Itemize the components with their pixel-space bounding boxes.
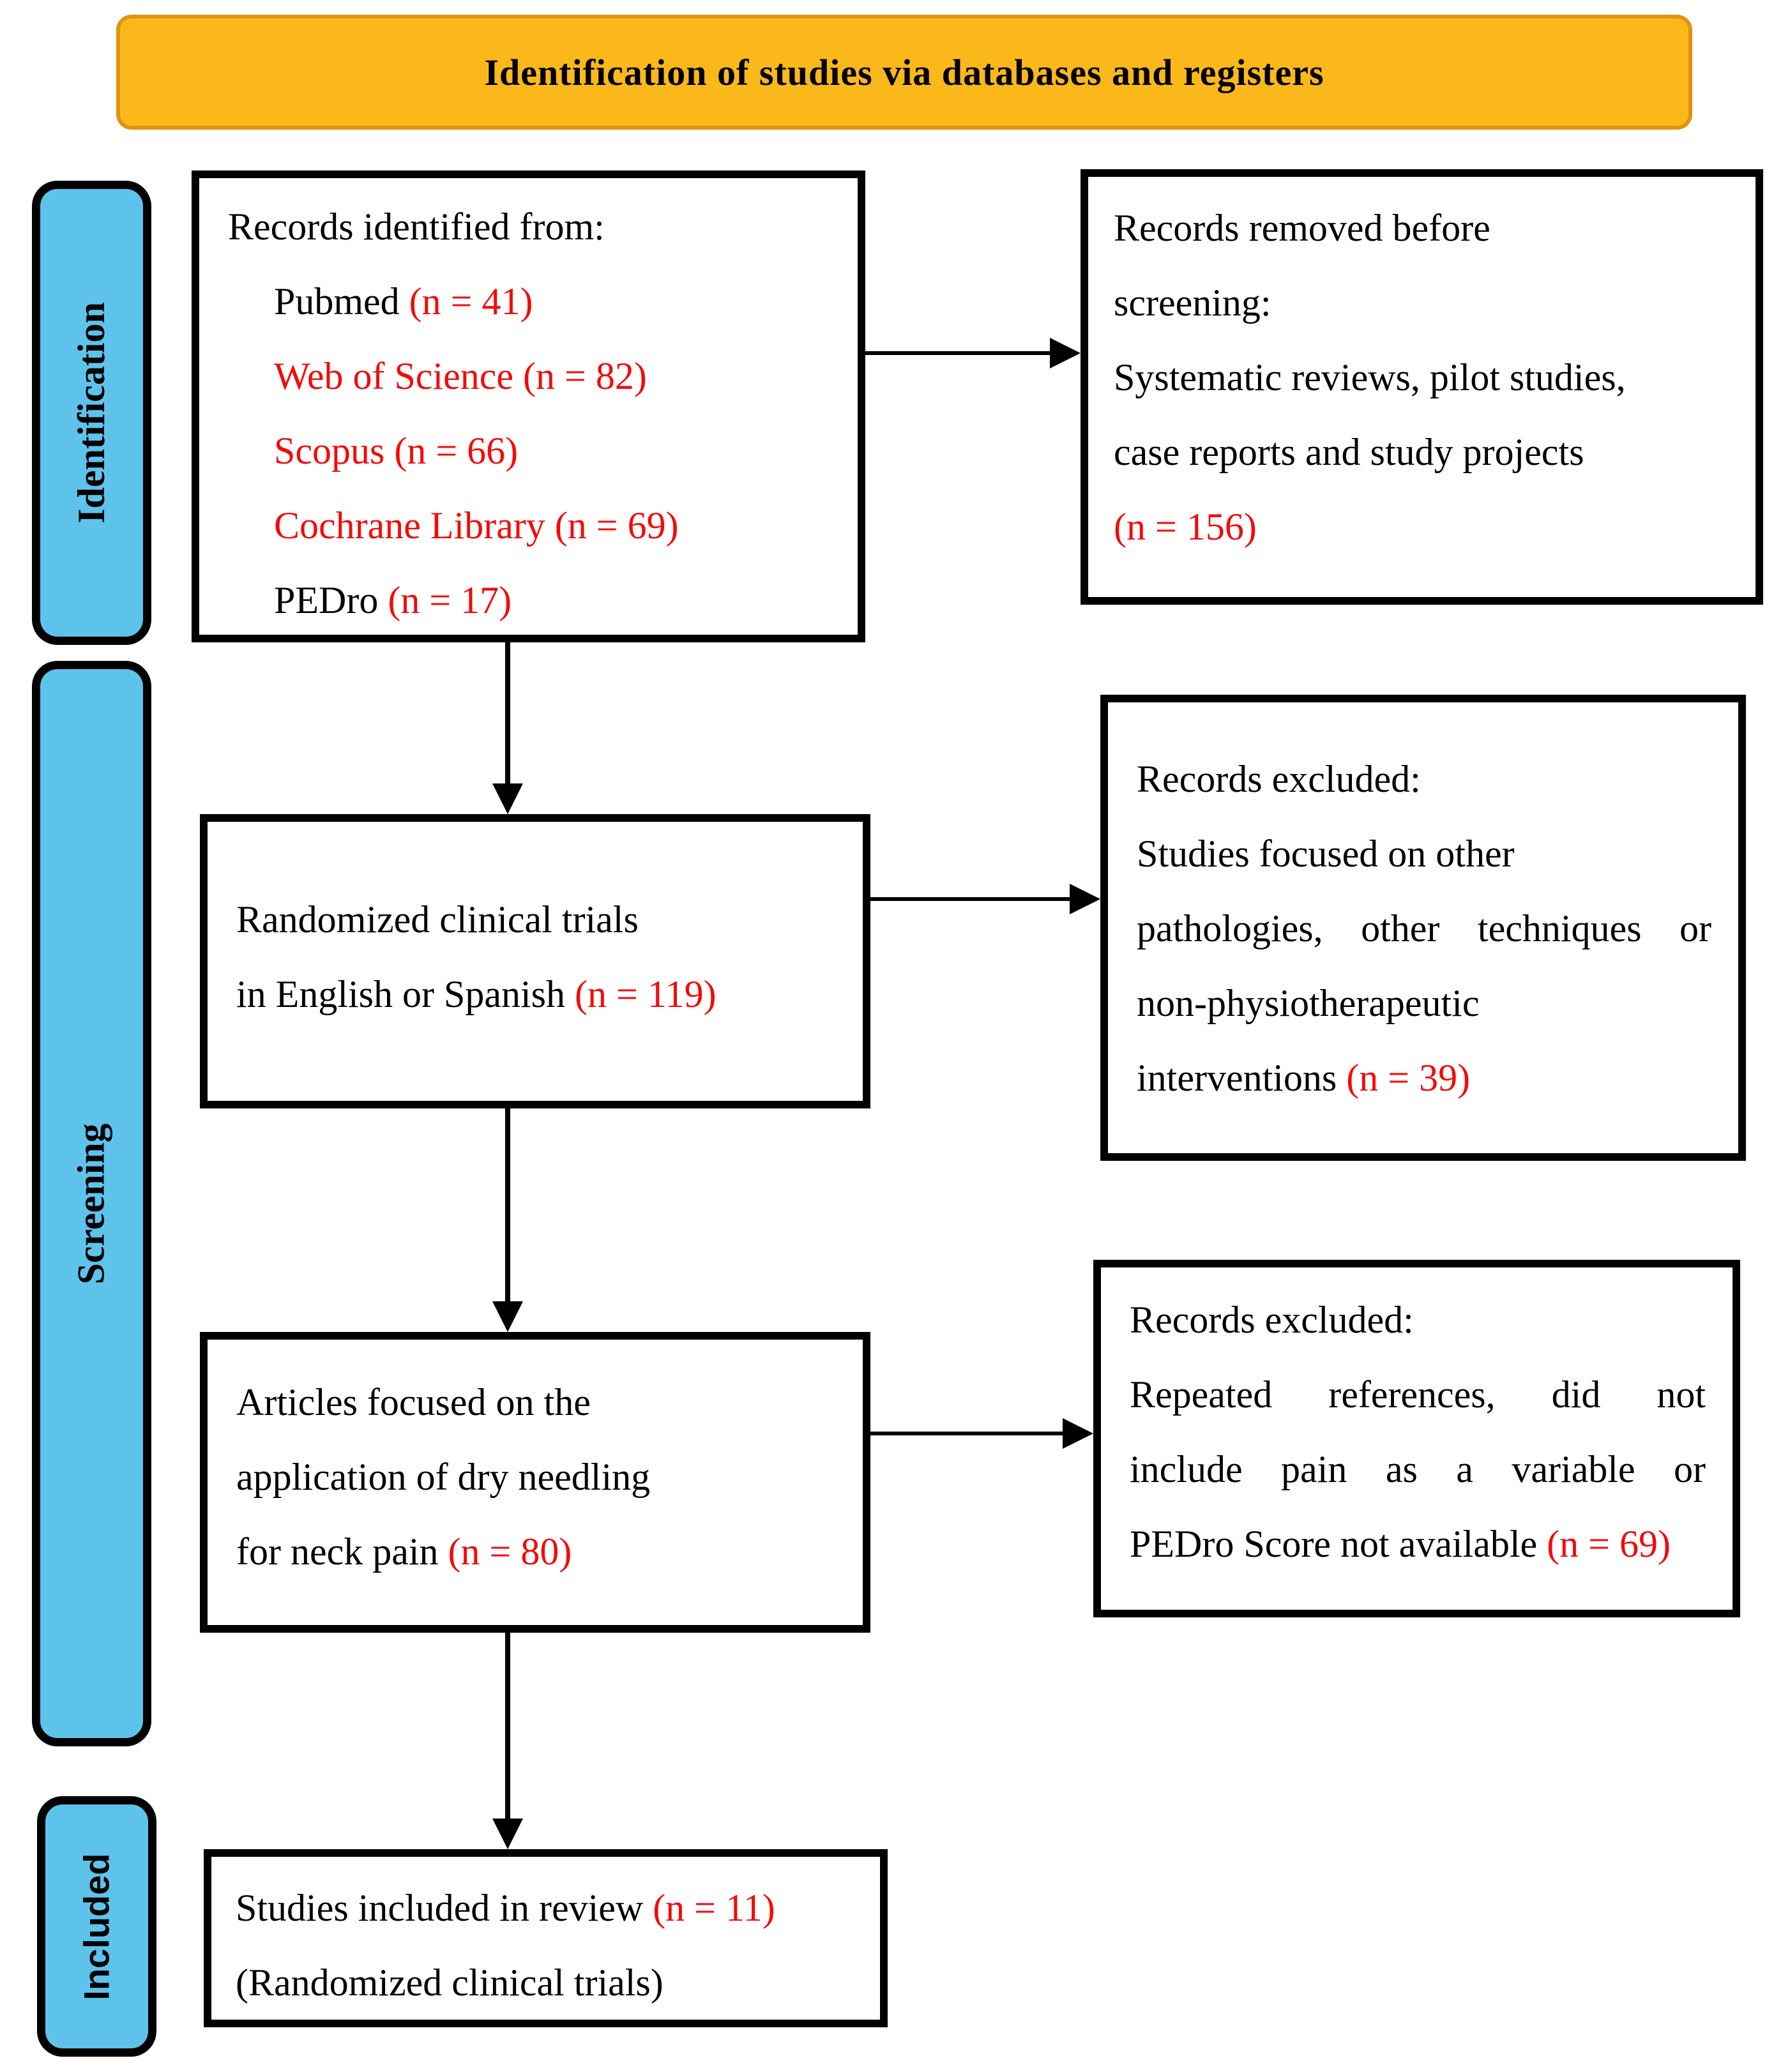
source-cochrane-library: Cochrane Library (n = 69) [274, 504, 679, 547]
excluded-pedro-count: PEDro Score not available (n = 69) [1130, 1523, 1671, 1565]
excluded-pedro-line: Repeated references, did not [1130, 1373, 1706, 1416]
banner-title-text: Identification of studies via databases … [484, 51, 1324, 93]
records-removed-count: (n = 156) [1114, 506, 1257, 548]
excluded-other-line: Studies focused on other [1137, 833, 1515, 875]
arrow-down-icon [492, 783, 523, 814]
records-identified-title: Records identified from: [228, 206, 605, 248]
arrow-rct-to-dry-needling-shaft [505, 1108, 510, 1302]
arrow-down-icon [492, 1819, 523, 1849]
box-records-identified: Records identified from: Pubmed (n = 41)… [192, 170, 865, 642]
excluded-pedro-line: Records excluded: [1130, 1299, 1414, 1341]
excluded-other-line: pathologies, other techniques or [1137, 907, 1711, 949]
stage-included-label: Included [77, 1852, 118, 2000]
records-removed-line: Records removed before [1114, 207, 1490, 249]
excluded-other-line: non-physiotherapeutic [1137, 982, 1480, 1024]
dry-needling-line: Articles focused on the [236, 1381, 591, 1423]
box-studies-included: Studies included in review (n = 11) (Ran… [204, 1849, 888, 2027]
dry-needling-line: application of dry needling [236, 1456, 651, 1498]
arrow-right-icon [1063, 1418, 1093, 1449]
stage-identification: Identification [32, 181, 151, 645]
dry-needling-count: for neck pain (n = 80) [236, 1531, 572, 1573]
arrow-dry-needling-to-excluded-shaft [870, 1432, 1063, 1435]
banner-title: Identification of studies via databases … [116, 15, 1692, 130]
stage-identification-label: Identification [70, 302, 113, 524]
arrow-right-icon [1050, 338, 1081, 368]
arrow-identified-to-removed-shaft [865, 351, 1050, 355]
arrow-identified-to-rct-shaft [505, 642, 510, 784]
studies-included-line: (Randomized clinical trials) [236, 1962, 664, 2004]
studies-included-count: Studies included in review (n = 11) [236, 1887, 775, 1929]
arrow-rct-to-excluded-shaft [870, 897, 1070, 901]
box-randomized-trials: Randomized clinical trials in English or… [200, 814, 870, 1108]
arrow-down-icon [492, 1301, 523, 1332]
records-removed-line: case reports and study projects [1114, 431, 1584, 473]
source-pubmed: Pubmed (n = 41) [274, 280, 533, 322]
excluded-other-line: Records excluded: [1137, 758, 1421, 800]
excluded-pedro-line: include pain as a variable or [1130, 1448, 1706, 1490]
records-removed-line: screening: [1114, 282, 1271, 324]
box-excluded-pedro: Records excluded: Repeated references, d… [1093, 1260, 1740, 1617]
randomized-trials-count: in English or Spanish (n = 119) [236, 973, 717, 1015]
stage-included: Included [37, 1796, 156, 2057]
box-records-removed: Records removed before screening: System… [1081, 169, 1763, 605]
arrow-dry-needling-to-included-shaft [505, 1633, 510, 1819]
records-removed-line: Systematic reviews, pilot studies, [1114, 356, 1626, 398]
source-web-of-science: Web of Science (n = 82) [274, 355, 647, 397]
randomized-trials-line: Randomized clinical trials [236, 898, 639, 941]
box-dry-needling: Articles focused on the application of d… [200, 1332, 870, 1633]
stage-screening: Screening [32, 661, 151, 1746]
source-scopus: Scopus (n = 66) [274, 430, 519, 472]
source-pedro: PEDro (n = 17) [274, 579, 512, 621]
arrow-right-icon [1070, 884, 1100, 914]
stage-screening-label: Screening [70, 1123, 112, 1285]
box-excluded-other: Records excluded: Studies focused on oth… [1100, 695, 1746, 1161]
excluded-other-count: interventions (n = 39) [1137, 1057, 1471, 1099]
